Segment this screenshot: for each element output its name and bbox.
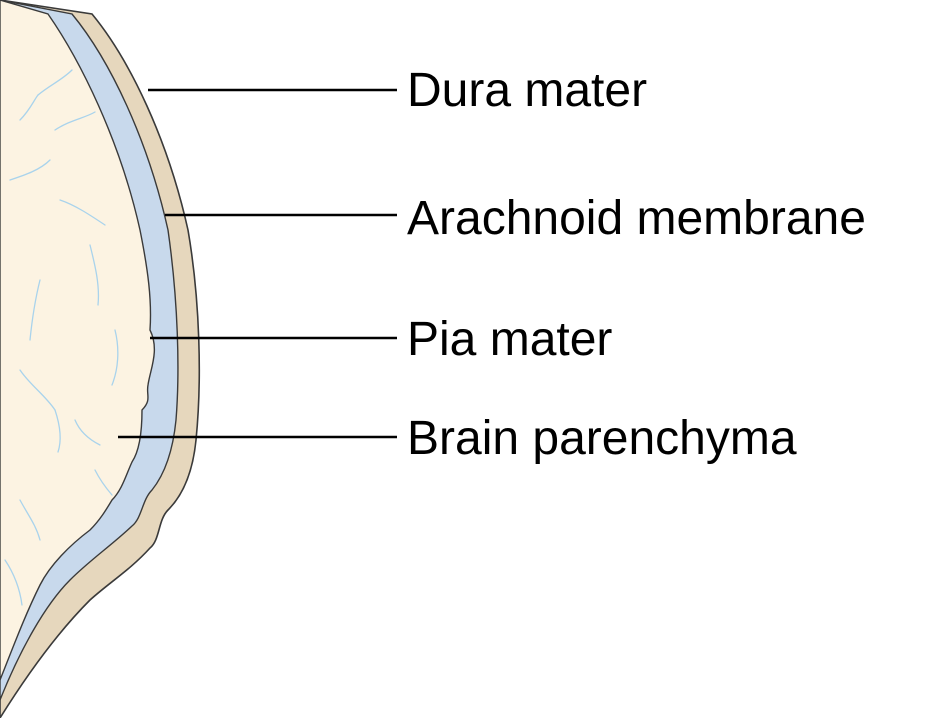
brain-parenchyma-label: Brain parenchyma [407, 412, 797, 465]
pia-mater-label: Pia mater [407, 313, 612, 366]
arachnoid-membrane-label: Arachnoid membrane [407, 192, 866, 245]
dura-mater-label: Dura mater [407, 64, 647, 117]
